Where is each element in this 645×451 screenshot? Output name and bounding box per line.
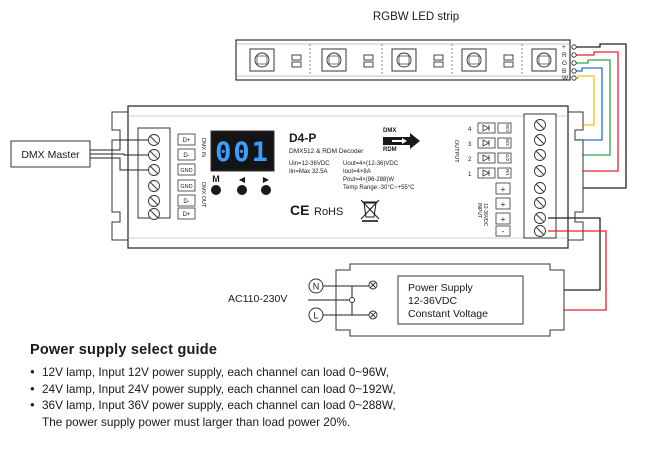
decoder-unit: D+ D- GND GND D- D+ DMX IN DMX OUT 001 M… (111, 105, 584, 249)
model-name: D4-P (289, 131, 316, 145)
guide-title: Power supply select guide (30, 342, 218, 358)
input-voltage-label: 12-36VDC (482, 203, 488, 227)
output-wires (548, 43, 627, 189)
channel-code: W/4 (505, 124, 510, 132)
weee-bin-icon (360, 199, 380, 222)
channel-number: 1 (468, 172, 472, 178)
channel-code: B/3 (505, 139, 510, 146)
power-supply-unit: Power Supply 12-36VDC Constant Voltage (335, 263, 565, 337)
led-display: 001 (210, 130, 275, 172)
cut-lines (309, 44, 523, 76)
spec-temp: Temp Range:-30°C~+55°C (343, 185, 415, 191)
control-buttons: M ◀ ▶ (211, 174, 271, 195)
led-strip-title: RGBW LED strip (373, 11, 459, 23)
guide-list: 12V lamp, Input 12V power supply, each c… (30, 364, 630, 414)
led-chip (321, 48, 347, 72)
terminal-sign: + (501, 215, 506, 224)
channel-code: G/2 (505, 154, 510, 162)
ce-mark: CE (290, 202, 309, 218)
neutral-label: N (313, 282, 320, 292)
dmx-master-label: DMX Master (21, 149, 80, 161)
ac-input: AC110-230V N L (228, 278, 369, 323)
output-labels: 4 3 2 1 OUTPUT INPUT 12-36VDC W/4 B/3 (453, 122, 512, 237)
live-label: L (313, 311, 318, 321)
rohs-mark: RoHS (314, 206, 343, 218)
button-label-m: M (212, 174, 220, 184)
output-terminal-block (523, 113, 557, 239)
strip-pin-label: R (562, 52, 567, 59)
led-chip (531, 48, 557, 72)
led-strip: RGBW LED strip (235, 11, 571, 82)
button-label-right: ▶ (263, 175, 270, 184)
strip-pin-label: W (562, 75, 569, 82)
terminal-label: D+ (183, 212, 191, 218)
dmx-terminal-labels: D+ D- GND GND D- D+ DMX IN DMX OUT (177, 133, 206, 220)
ac-voltage-label: AC110-230V (228, 293, 287, 305)
guide-item: 36V lamp, Input 36V power supply, each c… (30, 397, 630, 414)
dmx-in-label: DMX IN (200, 138, 206, 157)
channel-number: 3 (468, 142, 472, 148)
terminal-sign: + (501, 200, 506, 209)
channel-number: 4 (468, 127, 472, 133)
psu-line: Constant Voltage (408, 308, 488, 320)
spec-uout: Uout=4×(12-36)VDC (343, 161, 399, 167)
terminal-label: D- (183, 153, 189, 159)
guide-item: 24V lamp, Input 24V power supply, each c… (30, 381, 630, 398)
display-value: 001 (215, 137, 270, 168)
strip-pin-label: + (562, 44, 566, 51)
wiring-diagram: RGBW LED strip (10, 11, 627, 337)
dmx-rdm-logo: DMX RDM (383, 128, 420, 153)
channel-code: R/1 (505, 169, 510, 177)
terminal-sign: + (501, 185, 506, 194)
terminal-label: D+ (183, 138, 191, 144)
terminal-label: GND (180, 184, 192, 190)
terminal-label: GND (180, 168, 192, 174)
strip-pin-label: B (562, 68, 566, 75)
spec-pout: Pout=4×(96-288)W (343, 177, 394, 183)
dmx-terminal-block (137, 127, 171, 220)
psu-line: Power Supply (408, 282, 474, 294)
left-button[interactable] (237, 185, 247, 195)
right-button[interactable] (261, 185, 271, 195)
spec-uin: Uin=12-36VDC (289, 161, 330, 167)
spec-iout: Iout=4×8A (343, 169, 371, 175)
certification-marks: CE RoHS (290, 199, 380, 222)
spec-iin: Iin=Max 32.5A (289, 169, 328, 175)
psu-line: 12-36VDC (408, 295, 457, 307)
dmx-master: DMX Master (10, 139, 148, 171)
mode-button[interactable] (211, 185, 221, 195)
model-subtitle: DMX512 & RDM Decoder (289, 148, 364, 155)
power-supply-guide: Power supply select guide 12V lamp, Inpu… (30, 342, 630, 430)
guide-note: The power supply power must larger than … (42, 414, 351, 429)
resistors (291, 54, 514, 68)
guide-item: 12V lamp, Input 12V power supply, each c… (30, 364, 630, 381)
channel-number: 2 (468, 157, 472, 163)
terminal-label: D- (183, 199, 189, 205)
led-chip (461, 48, 487, 72)
strip-pin-label: G (562, 60, 567, 67)
output-label: OUTPUT (453, 140, 459, 163)
svg-text:RDM: RDM (383, 147, 397, 153)
led-chip (391, 48, 417, 72)
led-chip (249, 48, 275, 72)
input-label: INPUT (476, 203, 482, 218)
terminal-sign: - (502, 227, 505, 236)
button-label-left: ◀ (239, 175, 246, 184)
dmx-out-label: DMX OUT (200, 182, 206, 208)
svg-text:DMX: DMX (383, 128, 396, 134)
